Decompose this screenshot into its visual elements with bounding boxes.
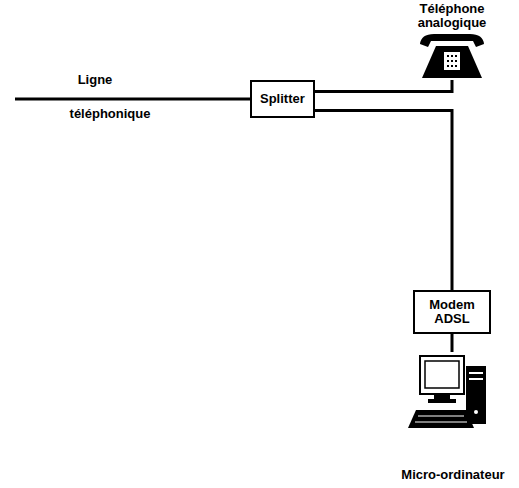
connector-line [315, 110, 452, 290]
node-label: Micro-ordinateur [401, 468, 504, 482]
splitter-box: Splitter [250, 80, 315, 118]
telephone-line-wire [15, 98, 250, 101]
modem-box: Modem ADSL [413, 290, 491, 334]
line-label: téléphonique [68, 106, 153, 121]
phone-icon [420, 34, 484, 78]
line-label: Ligne [76, 72, 115, 87]
node-label: Téléphone analogique [402, 2, 502, 30]
connector-line [315, 80, 452, 91]
connector-line [451, 334, 454, 352]
node-label: Splitter [260, 92, 305, 106]
computer-icon [408, 356, 486, 428]
node-label: Modem ADSL [423, 298, 481, 326]
phone-node: Téléphone analogique [402, 2, 502, 80]
computer-node: Micro-ordinateur [392, 352, 514, 482]
